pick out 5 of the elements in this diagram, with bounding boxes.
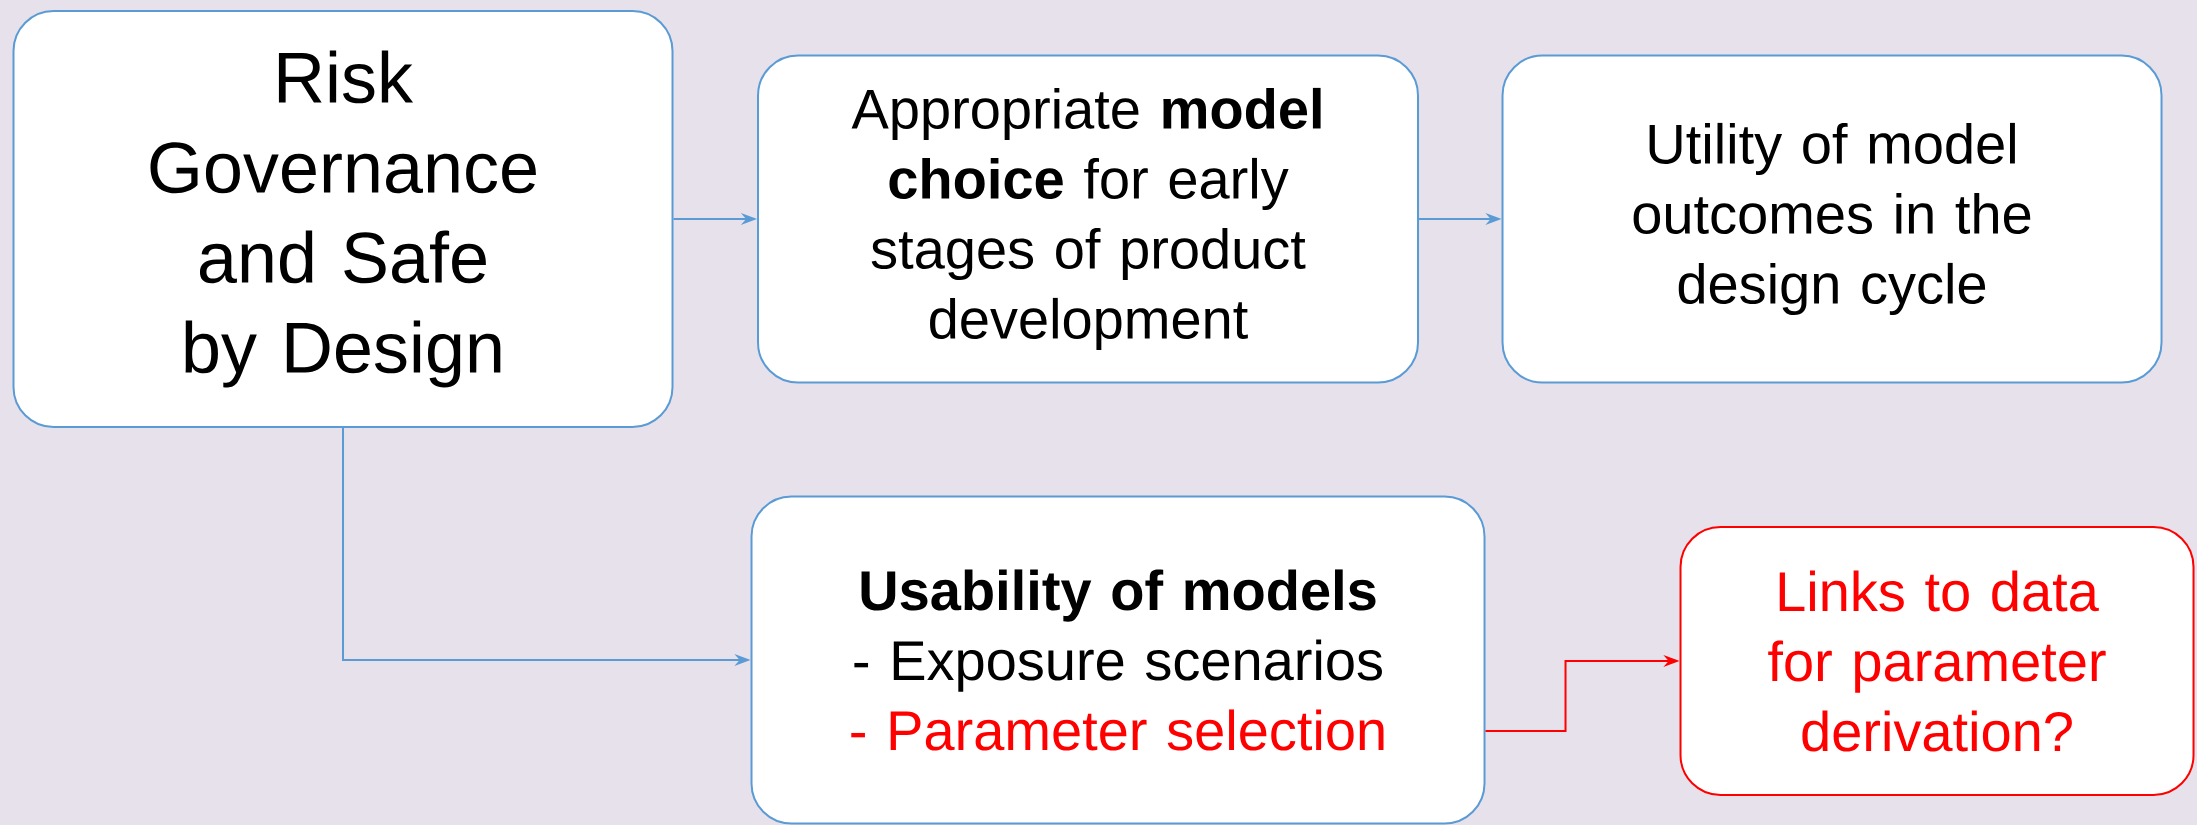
rounded-box: Utility of model outcomes in the design cycle <box>1501 54 2163 384</box>
rounded-box: Links to data for parameter derivation? <box>1679 526 2195 796</box>
rounded-box: Usability of models - Exposure scenarios - Parameter selection <box>750 495 1486 825</box>
rounded-box: Appropriate model choice for early stages of product development <box>757 54 1419 384</box>
rounded-box: Risk Governance and Safe by Design <box>12 10 674 428</box>
